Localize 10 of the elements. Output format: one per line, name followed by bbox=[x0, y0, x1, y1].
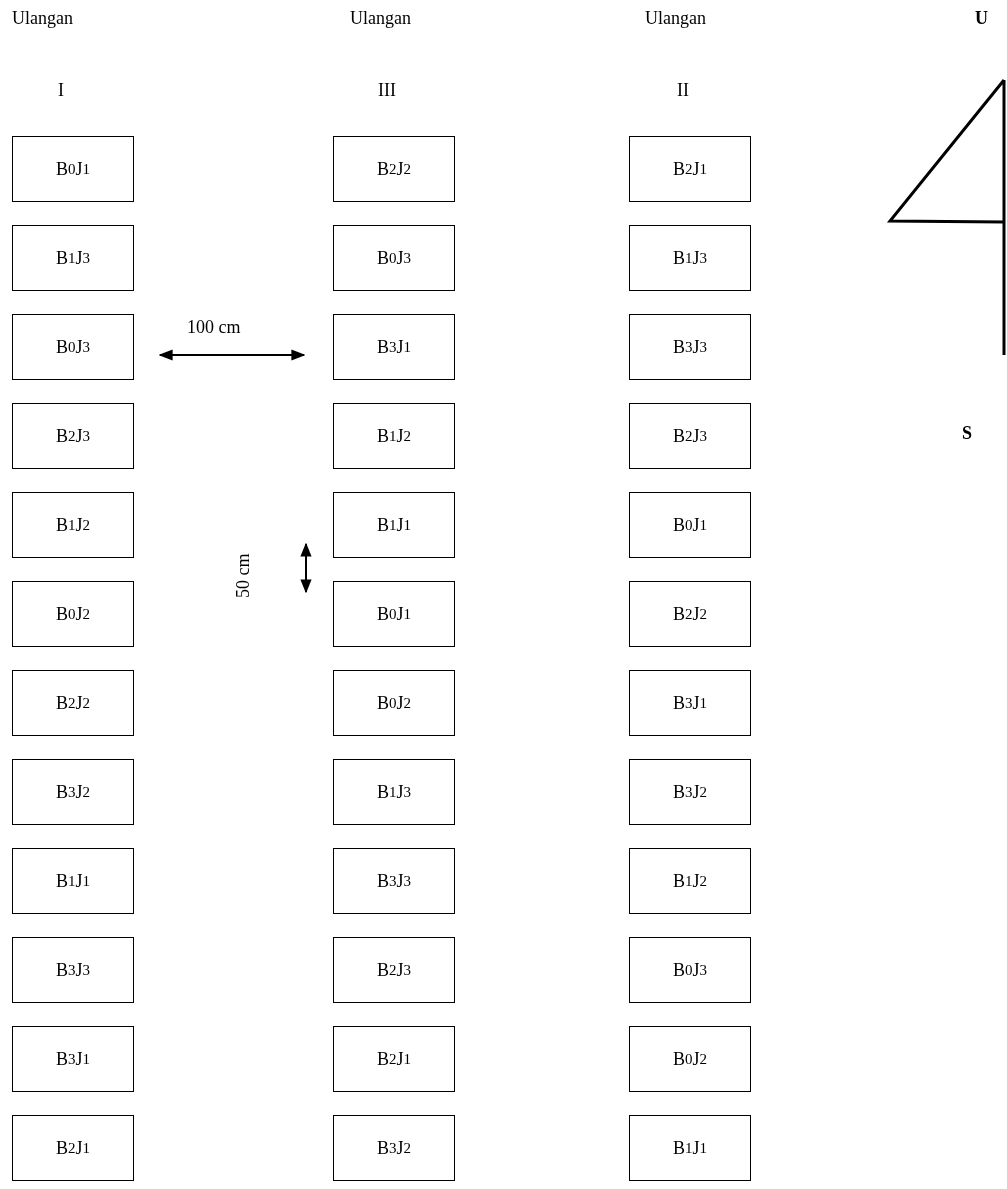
compass-label: S bbox=[962, 423, 972, 444]
column-number: I bbox=[58, 80, 64, 101]
column-number: III bbox=[378, 80, 396, 101]
dimension-label: 100 cm bbox=[187, 317, 241, 338]
column-heading: Ulangan bbox=[12, 8, 73, 29]
compass-label: U bbox=[975, 8, 988, 29]
column-number: II bbox=[677, 80, 689, 101]
column-heading: Ulangan bbox=[645, 8, 706, 29]
dimension-label: 50 cm bbox=[233, 553, 254, 598]
column-heading: Ulangan bbox=[350, 8, 411, 29]
